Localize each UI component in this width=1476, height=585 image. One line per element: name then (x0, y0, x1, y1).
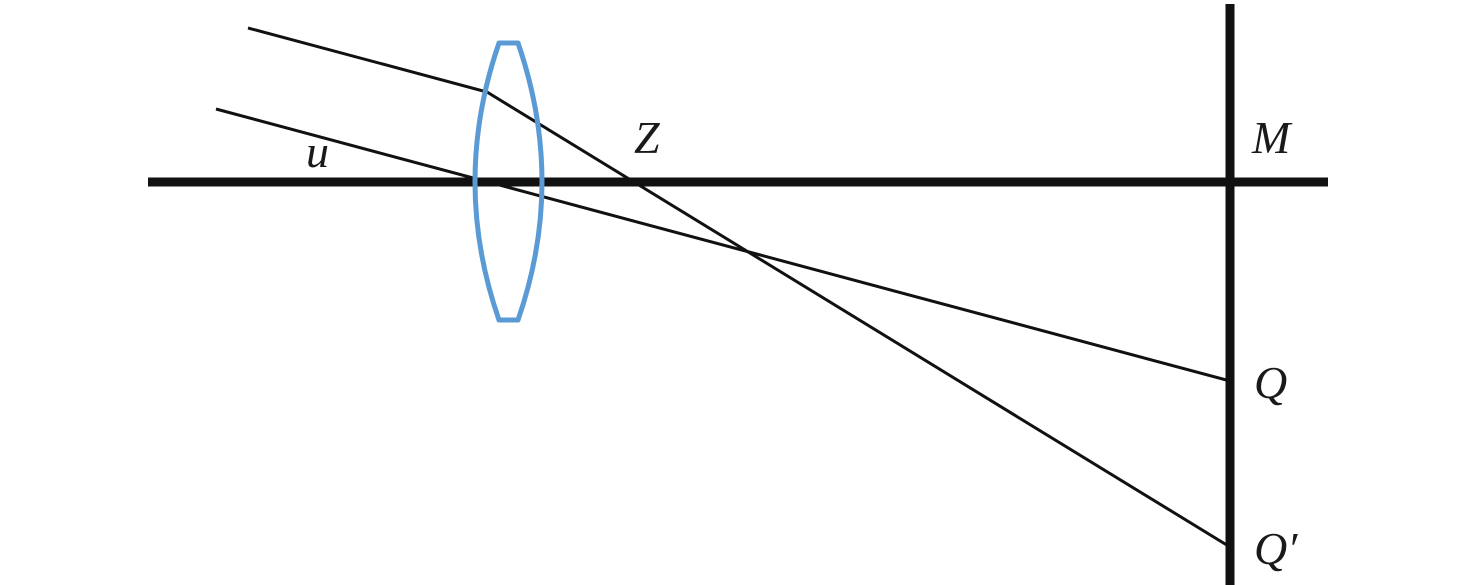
image-point-label-q-prime: Q′ (1254, 523, 1298, 574)
chief-ray (215, 107, 1231, 383)
convex-lens (472, 40, 545, 323)
image-point-label-q: Q (1254, 357, 1287, 408)
angle-label-u: u (306, 126, 329, 177)
screen-point-label-m: M (1251, 112, 1293, 163)
refracted-ray (247, 26, 1231, 549)
focal-point-label-z: Z (634, 112, 660, 163)
